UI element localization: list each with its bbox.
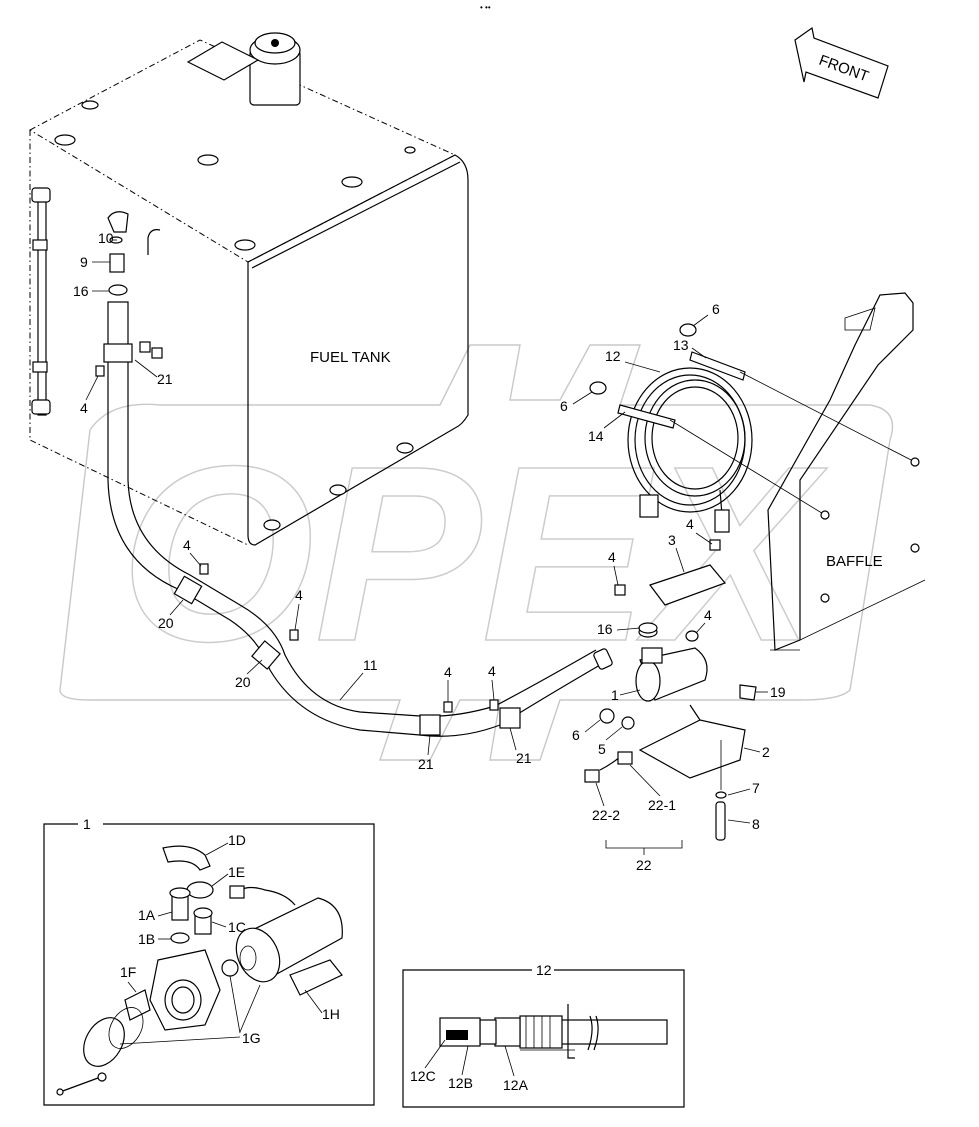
callout-7: 7: [752, 780, 760, 796]
callout-10: 10: [98, 230, 114, 246]
label-1E: 1E: [228, 864, 245, 880]
suction-line: [95, 236, 613, 737]
sight-gauge: [31, 187, 51, 416]
callout-6: 6: [712, 301, 720, 317]
callout-19: 19: [770, 684, 786, 700]
callout-20: 20: [235, 674, 251, 690]
callout-14: 14: [588, 428, 604, 444]
callout-21: 21: [418, 756, 434, 772]
callout-4: 4: [444, 664, 452, 680]
label-1A: 1A: [138, 907, 156, 923]
callout-6: 6: [572, 727, 580, 743]
label-1B: 1B: [138, 931, 155, 947]
callout-4: 4: [183, 537, 191, 553]
callout-22: 22: [636, 857, 652, 873]
callout-5: 5: [598, 741, 606, 757]
callout-4: 4: [686, 516, 694, 532]
inset-hose: 12 12C 12B 12A: [402, 960, 685, 1108]
callout-22-1: 22-1: [648, 797, 676, 813]
filler-cap: [249, 32, 301, 106]
callout-21: 21: [157, 371, 173, 387]
top-mark: • ••: [480, 3, 491, 12]
label-12A: 12A: [503, 1077, 529, 1093]
label-1H: 1H: [322, 1006, 340, 1022]
callout-9: 9: [80, 254, 88, 270]
baffle: BAFFLE: [767, 292, 926, 651]
callout-4: 4: [80, 400, 88, 416]
part-19: [739, 684, 757, 701]
watermark-text: OPEX: [120, 414, 828, 693]
access-plate: [186, 41, 260, 81]
callout-1: 1: [611, 687, 619, 703]
callout-3: 3: [668, 532, 676, 548]
callout-21: 21: [516, 750, 532, 766]
label-1G: 1G: [242, 1030, 261, 1046]
callout-16: 16: [73, 283, 89, 299]
callout-2: 2: [762, 744, 770, 760]
callout-4: 4: [295, 587, 303, 603]
callout-13: 13: [673, 337, 689, 353]
inset-pump-title: 1: [83, 816, 91, 832]
watermark: OPEX: [59, 344, 894, 761]
callout-16: 16: [597, 621, 613, 637]
fuel-tank: FUEL TANK: [28, 32, 469, 546]
label-12C: 12C: [410, 1068, 436, 1084]
callout-4: 4: [608, 549, 616, 565]
callout-6: 6: [560, 398, 568, 414]
callout-22-2: 22-2: [592, 807, 620, 823]
callouts: 10 9 16 4 21 4 20 4 20 11 4 4 21 21 12 1…: [73, 230, 786, 873]
bracket-3: [649, 564, 727, 606]
label-1C: 1C: [228, 919, 246, 935]
baffle-label: BAFFLE: [826, 553, 883, 570]
callout-4: 4: [704, 607, 712, 623]
front-arrow: FRONT: [794, 26, 889, 99]
return-hose-coil: [589, 323, 916, 533]
callout-8: 8: [752, 816, 760, 832]
callout-20: 20: [158, 615, 174, 631]
callout-12: 12: [605, 348, 621, 364]
inset-hose-title: 12: [536, 962, 552, 978]
callout-4: 4: [488, 663, 496, 679]
callout-11: 11: [363, 657, 378, 673]
label-12B: 12B: [448, 1075, 473, 1091]
inset-pump: 1 1D 1E 1A 1B 1C 1F: [43, 814, 375, 1106]
label-1D: 1D: [228, 832, 246, 848]
pump-assembly: [584, 539, 757, 855]
label-1F: 1F: [120, 964, 136, 980]
fuel-tank-label: FUEL TANK: [310, 349, 391, 366]
